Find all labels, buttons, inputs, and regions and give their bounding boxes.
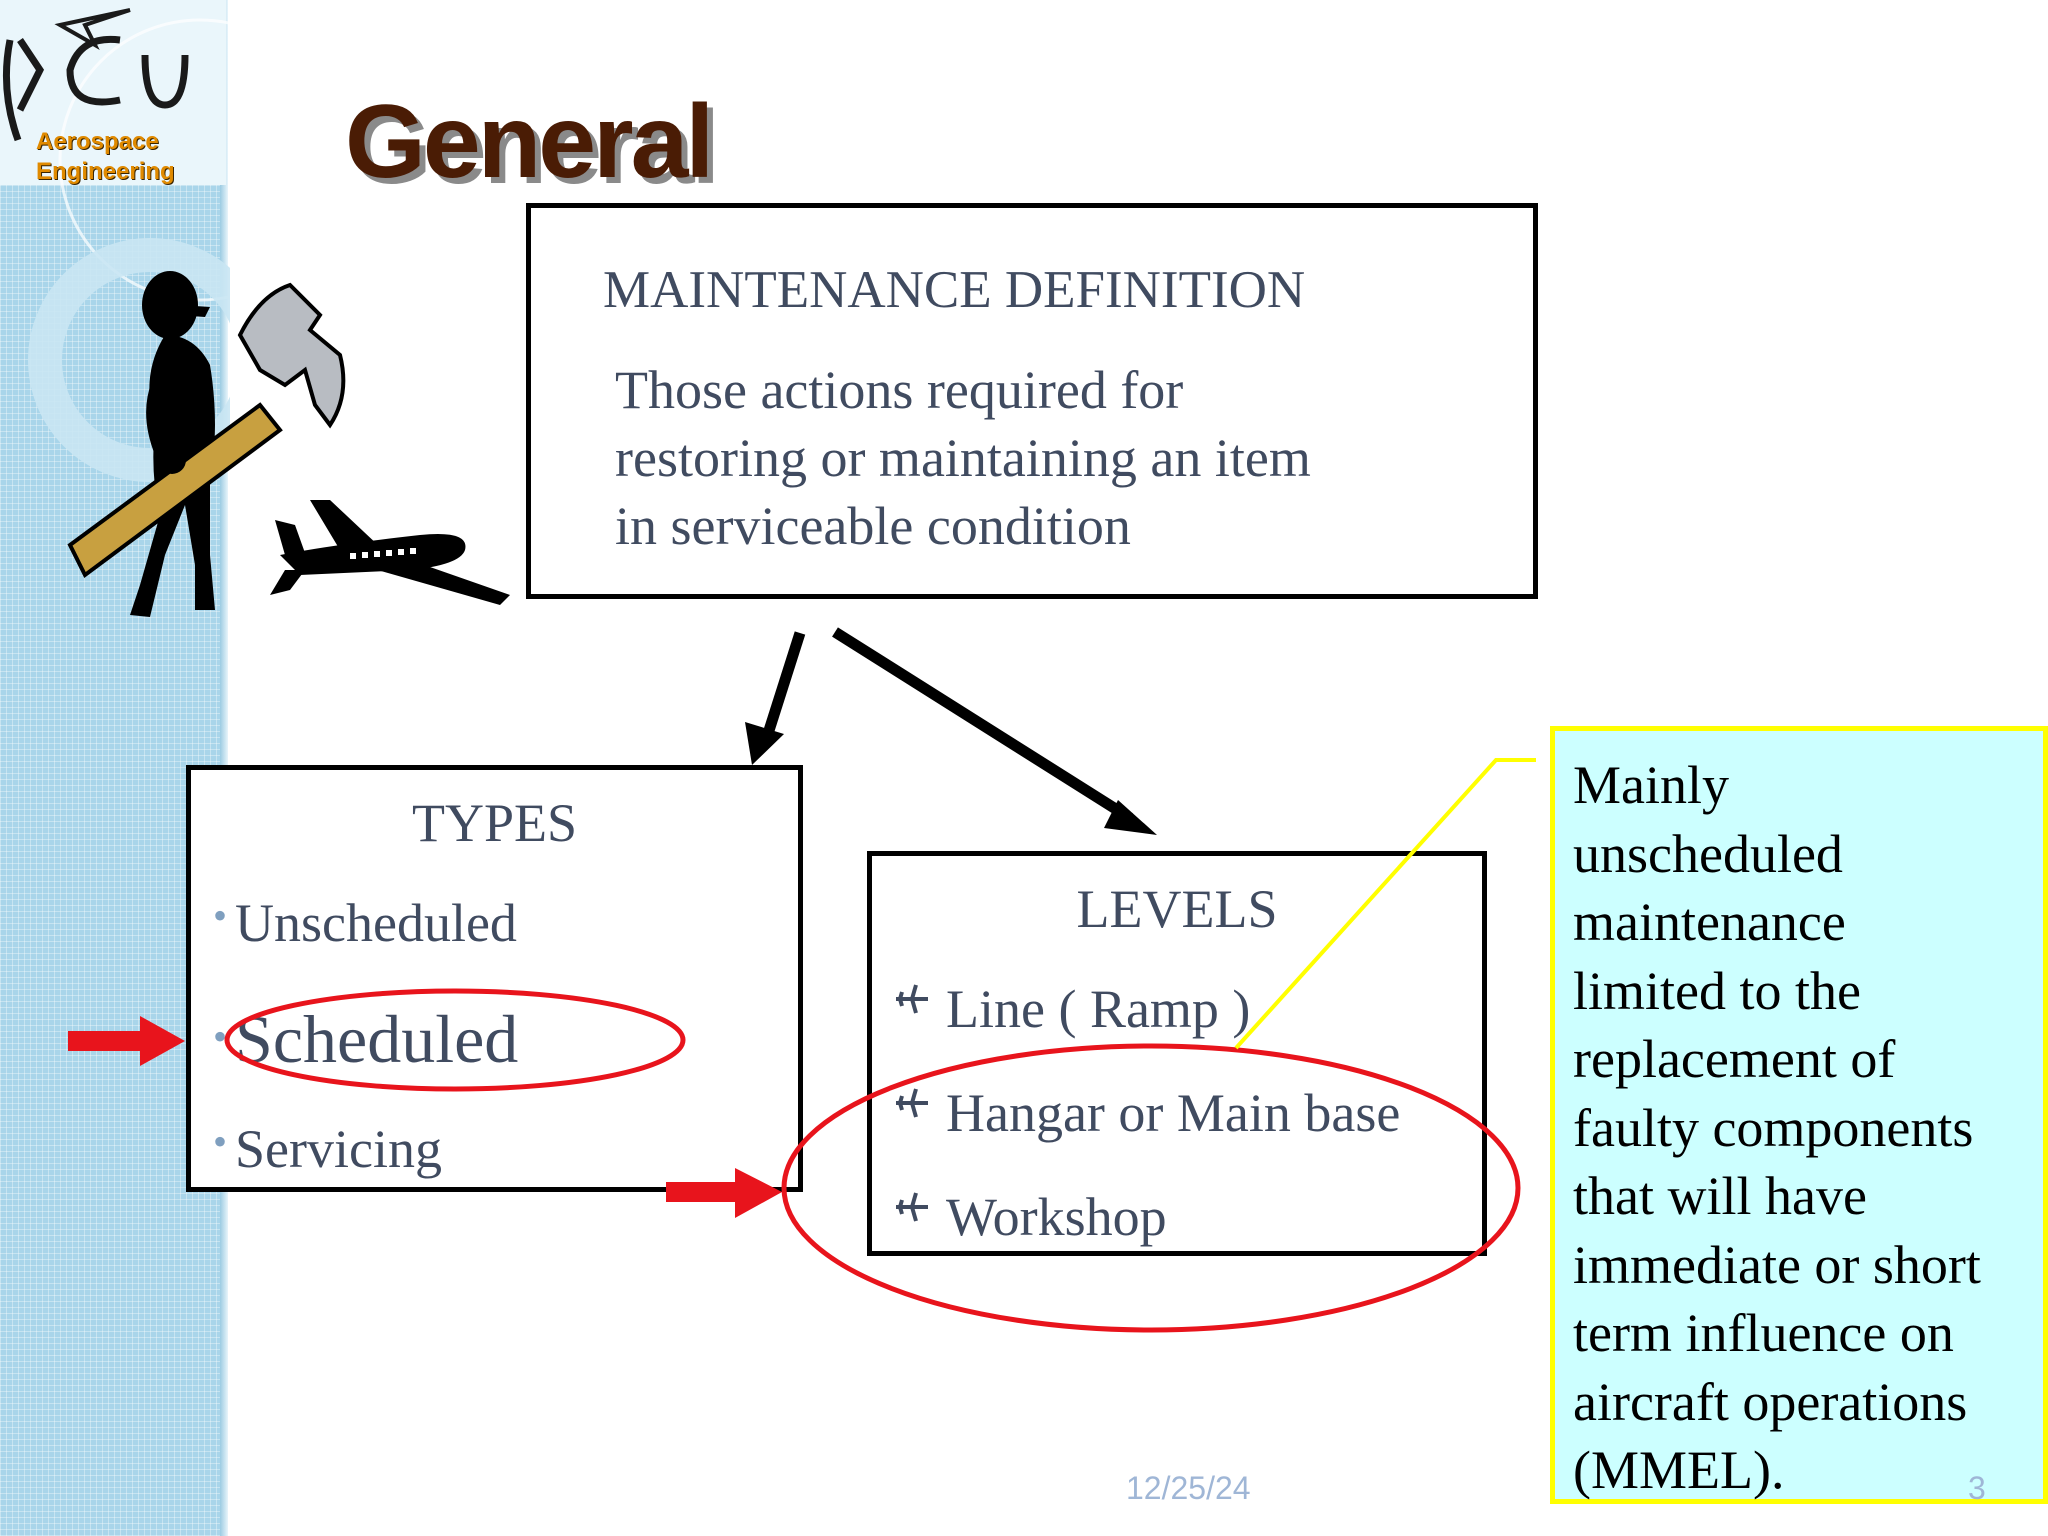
levels-box: LEVELS Line ( Ramp ) Hangar or Main base… [867,851,1487,1256]
types-item-scheduled: •Scheduled [213,1000,518,1079]
arrow-to-types-icon [745,631,806,765]
red-arrow-icon [666,1168,782,1218]
levels-heading: LEVELS [1076,879,1278,939]
levels-item-label: Hangar or Main base [946,1083,1401,1143]
levels-item-label: Workshop [946,1187,1167,1247]
note-line: limited to the [1573,960,1861,1021]
definition-line: in serviceable condition [615,496,1131,556]
levels-item-line: Line ( Ramp ) [892,978,1250,1040]
note-line: term influence on [1573,1303,1954,1363]
levels-item-hangar: Hangar or Main base [892,1082,1400,1144]
plane-bullet-icon [896,1088,928,1118]
note-line: (MMEL). [1573,1440,1785,1500]
definition-box: MAINTENANCE DEFINITION Those actions req… [526,203,1538,599]
highlight-ellipse-levels [781,1043,1521,1333]
note-line: replacement of [1573,1029,1896,1089]
maintenance-man-hammer-icon [67,271,346,617]
logo-line2: Engineering [36,158,175,185]
logo-icon [2,8,189,142]
types-item-label: Scheduled [235,1001,519,1077]
logo-background [0,0,226,185]
plane-bullet-icon [896,1192,928,1222]
red-arrow-icon [68,1016,185,1066]
airplane-icon [270,500,510,605]
callout-line [1234,758,1536,1050]
bullet-icon: • [213,1014,228,1059]
types-heading: TYPES [411,793,578,853]
definition-line: restoring or maintaining an item [615,428,1311,488]
levels-item-label: Line ( Ramp ) [946,979,1251,1039]
definition-body: Those actions required for restoring or … [615,356,1311,560]
types-item-label: Servicing [235,1119,442,1179]
note-line: unscheduled [1573,823,1843,884]
levels-item-workshop: Workshop [892,1186,1167,1248]
bullet-icon: • [213,1119,228,1164]
note-text: Mainly unscheduled maintenance limited t… [1573,751,2043,1505]
types-item-label: Unscheduled [235,893,517,953]
note-line: faulty components [1573,1097,1974,1158]
page-title: General [345,84,714,200]
definition-heading: MAINTENANCE DEFINITION [603,261,1306,319]
sidebar-rings-icon [28,18,230,482]
arrow-to-levels-icon [832,627,1157,835]
note-line: aircraft operations [1573,1371,1968,1432]
note-line: that will have [1573,1166,1867,1226]
note-line: Mainly [1573,755,1729,815]
bullet-icon: • [213,893,228,938]
types-box: TYPES •Unscheduled •Scheduled •Servicing [186,765,803,1192]
footer-date: 12/25/24 [1126,1470,1251,1506]
definition-line: Those actions required for [615,360,1184,420]
highlight-ellipse-scheduled [224,988,686,1092]
logo-line1: Aerospace [36,128,159,155]
note-line: maintenance [1573,892,1846,952]
slide-number: 3 [1968,1470,1986,1506]
note-callout-box: Mainly unscheduled maintenance limited t… [1550,726,2048,1504]
note-line: immediate or short [1573,1234,1981,1295]
types-item-servicing: •Servicing [213,1118,442,1180]
types-item-unscheduled: •Unscheduled [213,892,517,954]
plane-bullet-icon [896,984,928,1014]
